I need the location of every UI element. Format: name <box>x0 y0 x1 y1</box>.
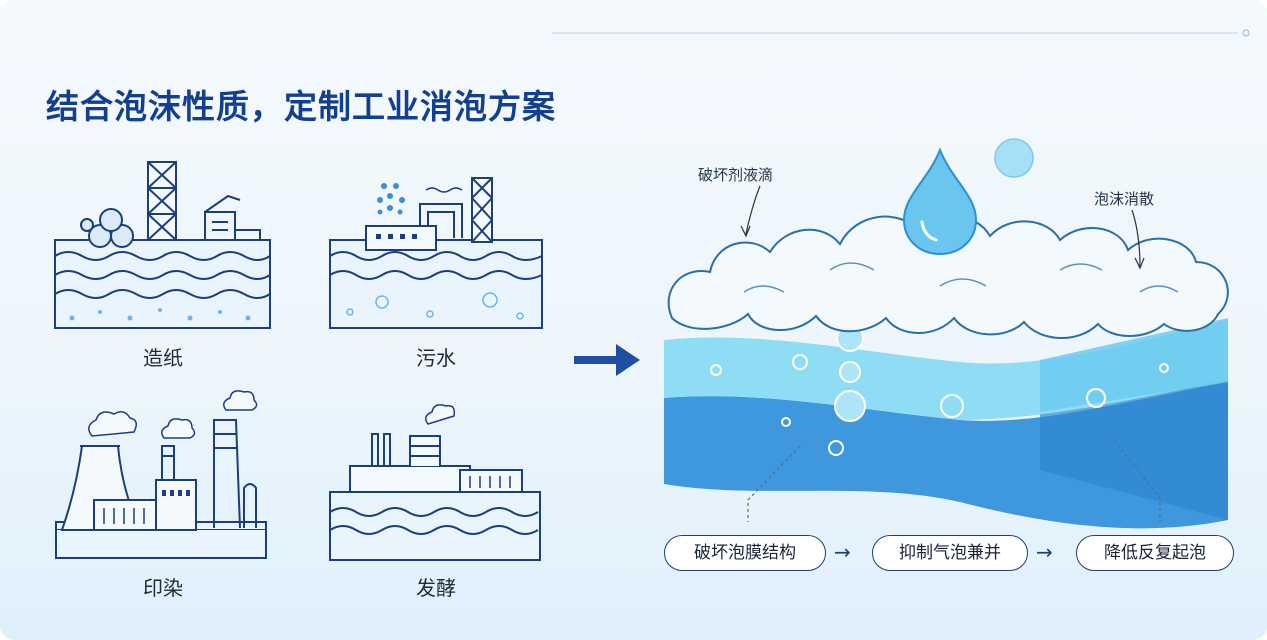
paper-mill-icon <box>54 161 271 329</box>
decorative-dot <box>1242 29 1250 37</box>
foam-cloud <box>667 215 1229 339</box>
step-pill-1: 破坏泡膜结构 <box>664 535 826 571</box>
droplet-label: 破坏剂液滴 <box>698 166 774 184</box>
defoamer-droplet-icon <box>902 138 1034 256</box>
fermentation-plant-icon <box>329 404 541 561</box>
sewage-plant-icon <box>329 177 543 329</box>
step-pill-3: 降低反复起泡 <box>1076 535 1234 571</box>
label-pointer-arrows <box>740 185 1161 522</box>
industry-label-dyeing: 印染 <box>143 576 183 600</box>
industry-label-fermentation: 发酵 <box>416 576 456 600</box>
dyeing-factory-icon <box>55 390 267 559</box>
industry-label-paper: 造纸 <box>143 346 183 370</box>
water-layers <box>664 318 1228 529</box>
main-arrow-icon <box>574 344 640 376</box>
foam-label: 泡沫消散 <box>1094 190 1155 208</box>
step-arrow-1: → <box>834 540 851 564</box>
page-title: 结合泡沫性质，定制工业消泡方案 <box>46 87 556 126</box>
step-arrow-2: → <box>1036 540 1053 564</box>
industry-label-sewage: 污水 <box>416 346 456 370</box>
step-pill-2: 抑制气泡兼并 <box>872 535 1028 571</box>
